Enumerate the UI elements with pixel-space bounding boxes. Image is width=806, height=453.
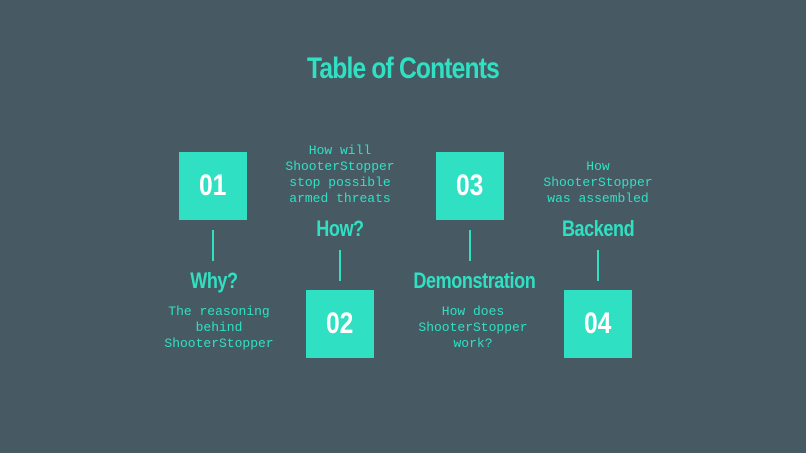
- heading-label: How?: [316, 216, 364, 241]
- heading-label: Why?: [190, 268, 238, 293]
- section-description: How does ShooterStopper work?: [418, 304, 528, 351]
- heading-label: Backend: [561, 216, 635, 241]
- connector-line: [339, 250, 341, 281]
- section-description: The reasoning behind ShooterStopper: [164, 304, 274, 351]
- number-box-01: 01: [179, 152, 247, 220]
- connector-line: [212, 230, 214, 261]
- section-description: How will ShooterStopper stop possible ar…: [285, 143, 395, 206]
- slide-title: Table of Contents: [307, 52, 500, 85]
- number-label: 02: [326, 307, 354, 340]
- section-heading-how: How?: [255, 216, 425, 242]
- number-box-04: 04: [564, 290, 632, 358]
- number-label: 04: [584, 307, 612, 340]
- section-heading-why: Why?: [129, 268, 299, 294]
- number-label: 03: [456, 169, 484, 202]
- number-box-03: 03: [436, 152, 504, 220]
- connector-line: [469, 230, 471, 261]
- section-heading-demonstration: Demonstration: [389, 268, 559, 294]
- number-box-02: 02: [306, 290, 374, 358]
- number-label: 01: [199, 169, 227, 202]
- section-heading-backend: Backend: [513, 216, 683, 242]
- connector-line: [597, 250, 599, 281]
- section-description: How ShooterStopper was assembled: [543, 159, 653, 206]
- heading-label: Demonstration: [413, 268, 535, 293]
